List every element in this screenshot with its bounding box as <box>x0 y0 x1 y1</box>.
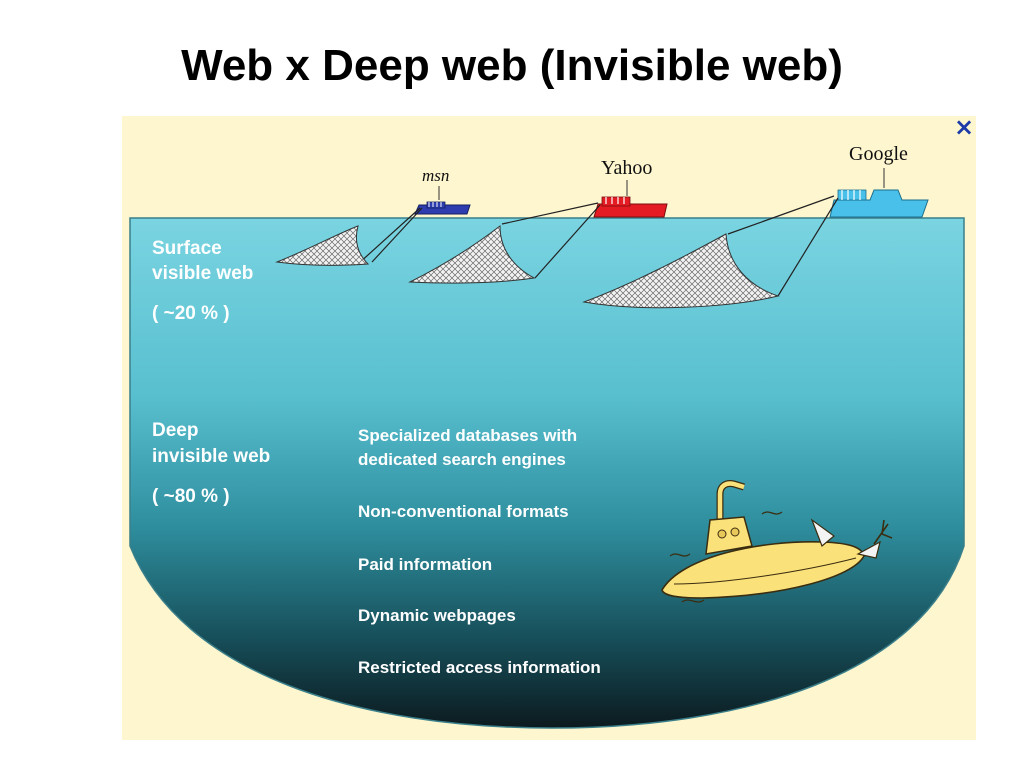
surface-label-line2: visible web <box>152 263 253 284</box>
net-icon <box>582 195 839 309</box>
boat-icon <box>829 168 929 218</box>
surface-label-line1: Surface <box>152 238 222 259</box>
water-basin <box>129 217 965 729</box>
net-icon <box>275 207 423 266</box>
engine-label-google: Google <box>849 143 908 165</box>
deep-item-formats: Non-conventional formats <box>358 502 569 521</box>
deep-share: ( ~80 % ) <box>152 486 230 507</box>
submarine-icon <box>661 480 893 603</box>
close-icon[interactable]: × <box>953 113 975 141</box>
deep-item-databases-2: dedicated search engines <box>358 450 566 469</box>
engine-label-msn: msn​​​​ <box>422 166 449 185</box>
engine-label-yahoo: Yahoo <box>601 157 652 179</box>
deep-item-databases-1: Specialized databases with <box>358 426 577 445</box>
slide-title: Web x Deep web (Invisible web) <box>181 41 843 90</box>
deep-item-paid: Paid information <box>358 555 492 574</box>
deep-label-line2: invisible web <box>152 446 270 467</box>
deep-item-dynamic: Dynamic webpages <box>358 606 516 625</box>
boat-icon <box>414 186 471 215</box>
net-icon <box>408 202 601 284</box>
deep-item-restricted: Restricted access information <box>358 658 601 677</box>
deep-web-diagram: msn​​​​ Yahoo Google Surface visible web… <box>122 116 976 740</box>
surface-share: ( ~20 % ) <box>152 303 230 324</box>
deep-label-line1: Deep <box>152 420 198 441</box>
